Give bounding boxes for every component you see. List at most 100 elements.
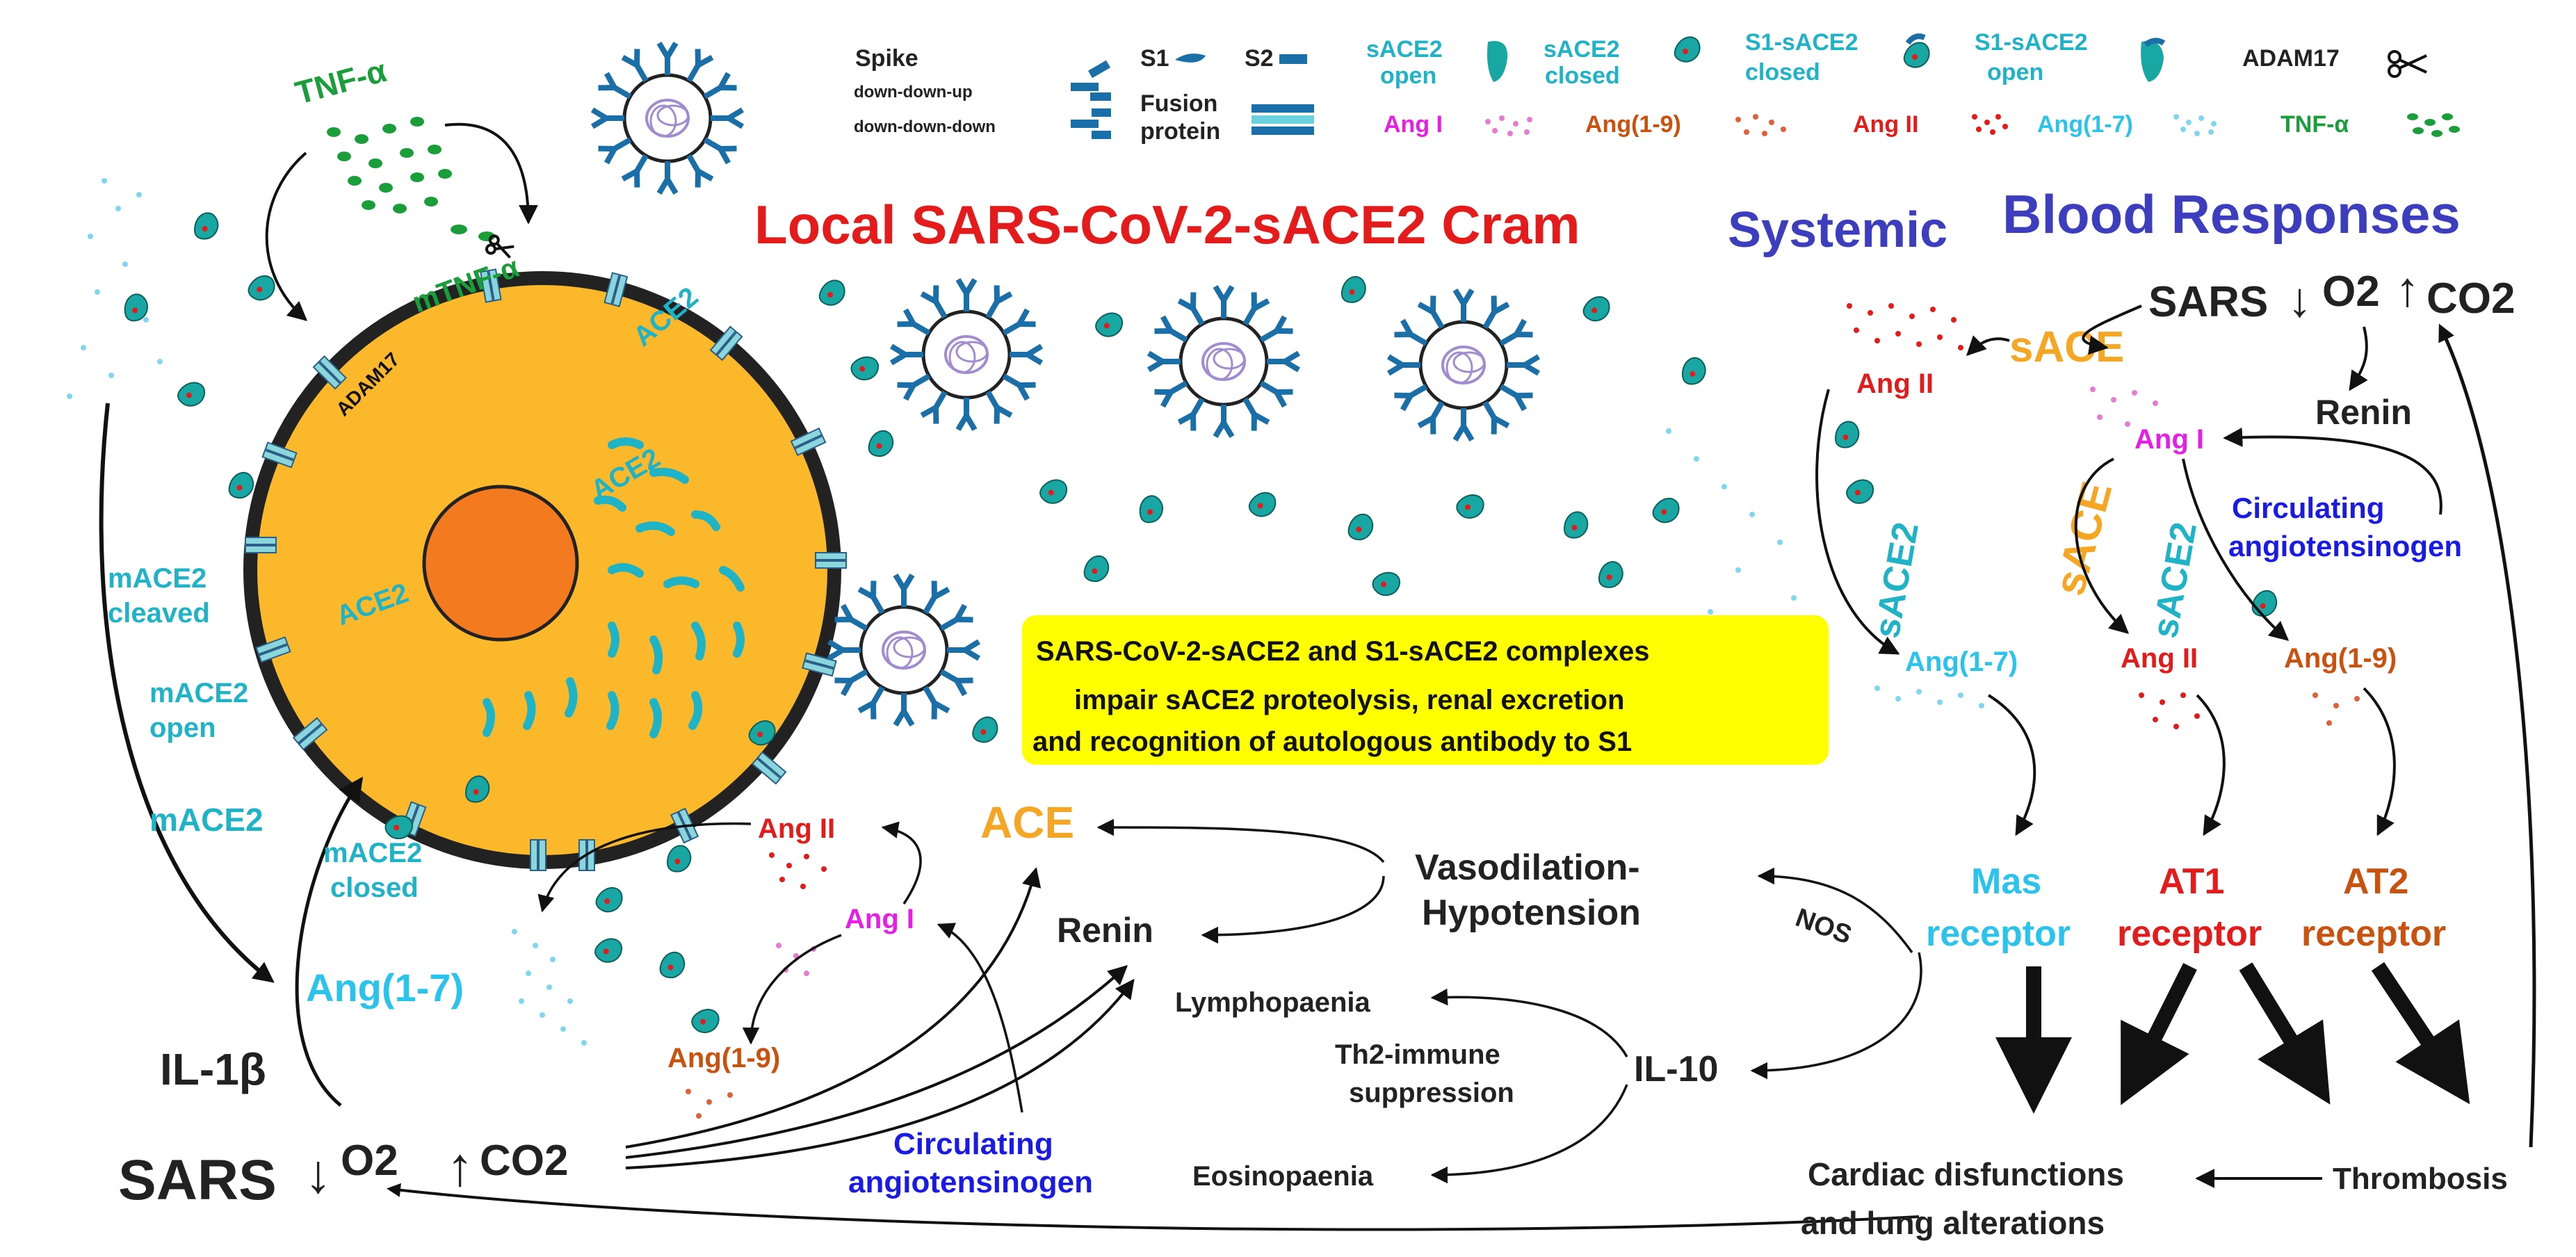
legend-sace2-closed-1: sACE2 bbox=[1544, 36, 1620, 63]
virion-top bbox=[592, 43, 743, 193]
local-circ-1: Circulating bbox=[893, 1127, 1053, 1161]
legend-adam17: ADAM17 bbox=[2242, 45, 2340, 72]
arrow-sars-to-renin-sys bbox=[2349, 326, 2368, 391]
arrow-to-sars-bottom bbox=[387, 1183, 1920, 1231]
mid-il10: IL-10 bbox=[1634, 1049, 1718, 1089]
local-circ-2: angiotensinogen bbox=[848, 1165, 1093, 1199]
title-local-cram: Local SARS-CoV-2-sACE2 Cram bbox=[754, 194, 1580, 255]
label-mace2-open-2: open bbox=[149, 713, 216, 743]
arrow-ang2-to-ang17-sys bbox=[1815, 389, 1900, 655]
nucleus bbox=[422, 485, 579, 642]
scissors-icon bbox=[485, 234, 515, 259]
ang2-dots-icon bbox=[1972, 114, 2008, 135]
local-ang19-dots bbox=[686, 1089, 733, 1119]
arrow-vaso-to-renin bbox=[1201, 875, 1385, 944]
mid-lympho: Lymphopaenia bbox=[1175, 987, 1371, 1018]
legend-ang2: Ang II bbox=[1853, 111, 1918, 138]
sys-at2-1: AT2 bbox=[2343, 861, 2408, 902]
arrow-tnf-to-cell bbox=[265, 152, 308, 321]
local-ang17: Ang(1-7) bbox=[306, 966, 464, 1009]
legend-ang19: Ang(1-9) bbox=[1585, 111, 1681, 138]
spike-ddd-icon bbox=[1071, 108, 1111, 139]
sys-ang19: Ang(1-9) bbox=[2284, 643, 2397, 674]
mid-th2-1: Th2-immune bbox=[1335, 1039, 1500, 1070]
label-mace2-open-1: mACE2 bbox=[149, 678, 248, 708]
sys-o2: O2 bbox=[2322, 268, 2380, 316]
sys-at1-2: receptor bbox=[2117, 914, 2262, 954]
label-sars-left: SARS bbox=[118, 1149, 277, 1212]
legend-spike-ddd: down-down-down bbox=[854, 117, 996, 136]
banner-box bbox=[1022, 615, 1829, 765]
virion-2 bbox=[1149, 286, 1299, 437]
local-ang19: Ang(1-9) bbox=[667, 1043, 780, 1073]
legend-tnf: TNF-α bbox=[2281, 111, 2349, 138]
sys-mas-1: Mas bbox=[1971, 861, 2041, 902]
banner-line-1: SARS-CoV-2-sACE2 and S1-sACE2 complexes bbox=[1036, 636, 1650, 667]
arrow-sace-to-ang2 bbox=[1966, 335, 2010, 356]
ang17-dots-left bbox=[67, 178, 163, 399]
mid-nos: NOS bbox=[1792, 903, 1856, 950]
label-o2-left: O2 bbox=[341, 1137, 398, 1185]
legend-fusion-1: Fusion bbox=[1140, 90, 1217, 117]
sys-circ-2: angiotensinogen bbox=[2228, 530, 2462, 562]
arrow-ang2-to-ang17-local bbox=[537, 822, 752, 913]
arrow-up-co2: ↑ bbox=[446, 1136, 473, 1197]
arrow-thrombosis-to-sars bbox=[2438, 323, 2536, 1148]
sys-renin: Renin bbox=[2315, 393, 2412, 432]
sys-sars: SARS bbox=[2148, 278, 2268, 326]
local-ace: ACE bbox=[980, 797, 1074, 848]
legend-s1-sace2-closed-1: S1-sACE2 bbox=[1745, 29, 1858, 56]
legend-sace2-open-1: sACE2 bbox=[1366, 36, 1443, 63]
label-mace2-cleaved-1: mACE2 bbox=[108, 563, 206, 594]
legend-sace2-closed-2: closed bbox=[1545, 63, 1620, 89]
scissors-icon bbox=[2388, 50, 2427, 78]
ang19-dots-icon bbox=[1735, 114, 1786, 136]
arrow-down-o2: ↓ bbox=[305, 1143, 332, 1204]
virion-1 bbox=[891, 279, 1042, 430]
legend-fusion-2: protein bbox=[1140, 118, 1220, 145]
arrow-ang1-to-ang19-local bbox=[742, 934, 842, 1045]
arrow-sars-to-ace bbox=[625, 867, 1042, 1149]
sys-arrow-up: ↑ bbox=[2395, 262, 2420, 316]
legend-s1: S1 bbox=[1140, 45, 1169, 72]
sys-sace2-right: sACE2 bbox=[2145, 519, 2205, 641]
label-mace2: mACE2 bbox=[149, 802, 264, 838]
arrow-at1-to-cardiac bbox=[2121, 963, 2197, 1105]
arrow-ang19-to-at2 bbox=[2363, 687, 2396, 836]
legend-s1-sace2-open-1: S1-sACE2 bbox=[1975, 29, 2088, 56]
arrow-ang1-to-ang2-sys bbox=[2074, 457, 2130, 634]
sys-ang1-dots bbox=[2090, 387, 2158, 427]
arrow-sars-to-renin-2 bbox=[625, 978, 1135, 1169]
local-ang2: Ang II bbox=[758, 813, 835, 844]
sys-mas-2: receptor bbox=[1926, 914, 2071, 954]
arrow-sars-to-sace bbox=[2082, 305, 2142, 355]
arrow-ang1-to-ang2-local bbox=[881, 821, 922, 905]
local-ang2-dots bbox=[769, 852, 827, 889]
ang17-dots-icon bbox=[2173, 114, 2217, 136]
banner-line-2: impair sACE2 proteolysis, renal excretio… bbox=[1074, 685, 1624, 715]
sys-ang17-dots bbox=[1874, 686, 1984, 708]
sace2-open-icon bbox=[1487, 41, 1508, 82]
sys-cardiac-2: and lung alterations bbox=[1801, 1205, 2105, 1241]
title-blood-responses: Blood Responses bbox=[2002, 184, 2461, 245]
legend-spike-title: Spike bbox=[855, 45, 918, 72]
sys-cardiac-1: Cardiac disfunctions bbox=[1808, 1156, 2124, 1192]
cell-tnf-alpha: TNF-α bbox=[291, 52, 390, 111]
legend: Spike down-down-up down-down-down S1 S2 … bbox=[854, 29, 2460, 145]
legend-s1-sace2-open-2: open bbox=[1987, 59, 2043, 86]
label-co2-left: CO2 bbox=[480, 1137, 568, 1185]
legend-s1-sace2-closed-2: closed bbox=[1745, 59, 1820, 86]
sys-sace-top: sACE bbox=[2009, 323, 2124, 371]
label-mace2-closed-2: closed bbox=[330, 873, 419, 903]
arrow-mas-to-il10 bbox=[1750, 952, 1922, 1080]
local-ang17-dots bbox=[512, 929, 587, 1046]
arrow-ang17-to-mas bbox=[1987, 694, 2036, 836]
s1-sace2-open-icon bbox=[2141, 38, 2166, 82]
sys-thrombosis: Thrombosis bbox=[2333, 1162, 2508, 1196]
s1-sace2-closed-icon bbox=[1903, 33, 1930, 68]
tnf-alpha-cluster bbox=[327, 117, 495, 241]
legend-spike-ddu: down-down-up bbox=[854, 83, 973, 102]
ang1-dots-icon bbox=[1485, 115, 1532, 136]
arrow-at1-to-thrombosis bbox=[2239, 962, 2331, 1105]
